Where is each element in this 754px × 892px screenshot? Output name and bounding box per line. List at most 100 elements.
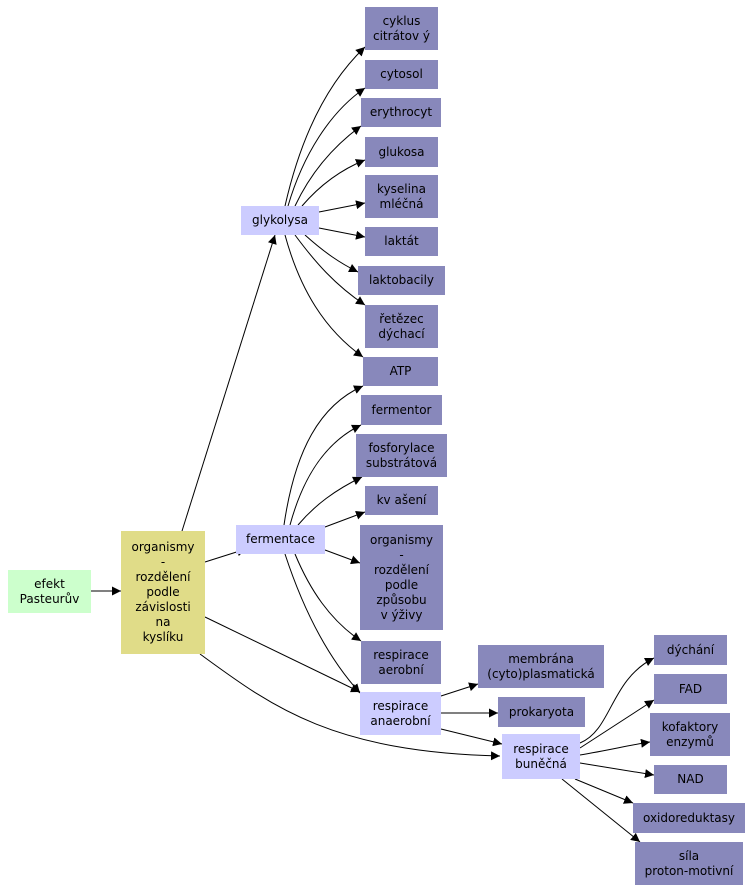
node-label-line: cytosol: [380, 67, 423, 81]
node-label-line: respirace: [372, 698, 429, 713]
edge-glykolysa-cytosol: [287, 87, 366, 207]
edge-fermentace-fosforylace: [297, 476, 363, 526]
node-kvaseni: kv ašení: [365, 486, 438, 515]
node-cytosol: cytosol: [365, 60, 438, 89]
node-label-line: kofaktory: [661, 719, 719, 734]
node-laktobacily: laktobacily: [358, 266, 445, 295]
node-label-line: síla: [678, 848, 700, 863]
node-label-line: ATP: [389, 364, 412, 378]
edge-glykolysa-kyselina: [318, 200, 366, 213]
edge-resp-bunecna-dychani: [579, 657, 655, 744]
node-label-line: FAD: [678, 681, 703, 696]
edge-fermentace-respirace-anaerobni: [284, 553, 361, 694]
edge-glykolysa-atp: [284, 234, 364, 358]
edge-fermentace-kvaseni: [324, 510, 366, 528]
node-label-line: citrátov ý: [373, 28, 430, 43]
node-label-line: dýchání: [666, 642, 715, 657]
node-label-line: laktobacily: [368, 273, 435, 287]
edge-glykolysa-glukosa: [301, 159, 366, 207]
edge-glykolysa-retezec: [294, 234, 366, 306]
node-label-line: (cyto)plasmatická: [487, 666, 595, 681]
node-membrana-cytoplasmaticka: membrána(cyto)plasmatická: [478, 645, 604, 688]
node-label-line: organismy: [131, 540, 195, 554]
node-atp: ATP: [363, 357, 438, 386]
edge-fermentace-organismy-vyziva: [324, 549, 361, 565]
edge-resp-anaerobni-membrana: [440, 682, 479, 697]
node-fermentace: fermentace: [236, 525, 325, 554]
node-laktat: laktát: [365, 227, 438, 256]
node-label-line: podle: [384, 577, 419, 592]
node-label-line: organismy: [369, 532, 434, 547]
node-label-line: laktát: [384, 234, 419, 248]
node-label-line: Pasteurův: [19, 591, 80, 606]
node-label-line: dýchací: [378, 326, 425, 341]
edge-glykolysa-erythrocyt: [294, 125, 362, 207]
edge-resp-bunecna-oxidoreduktasy: [574, 778, 634, 804]
node-fad: FAD: [654, 674, 727, 704]
node-label-line: prokaryota: [508, 704, 575, 719]
node-glukosa: glukosa: [365, 137, 438, 167]
node-label-line: mléčná: [379, 196, 424, 211]
edge-resp-bunecna-nad: [579, 762, 655, 779]
node-label-line: enzymů: [666, 734, 714, 749]
node-label-line: fermentor: [371, 402, 432, 417]
node-label-line: buněčná: [515, 756, 567, 771]
node-label-line: anaerobní: [370, 713, 431, 728]
node-label-line: fosforylace: [368, 440, 435, 455]
node-label-line: kyselina: [377, 181, 426, 196]
edge-fermentace-fermentor: [289, 424, 362, 526]
node-label-line: cyklus: [382, 13, 421, 28]
node-label-line: v ýživy: [380, 607, 423, 622]
node-label-line: glukosa: [378, 144, 425, 159]
edge-resp-bunecna-sila: [561, 778, 641, 843]
node-label-line: membrána: [508, 651, 574, 666]
edge-glykolysa-laktat: [318, 227, 366, 240]
node-fermentor: fermentor: [361, 395, 442, 425]
node-label-line: podle: [146, 585, 180, 599]
node-label-line: rozdělení: [135, 570, 191, 584]
edge-resp-bunecna-kofaktory: [579, 738, 651, 756]
edge-fermentace-atp: [283, 385, 364, 526]
node-label-line: glykolysa: [252, 213, 308, 227]
node-label-line: na: [155, 615, 171, 629]
node-nad: NAD: [654, 765, 727, 794]
edge-organismy-respirace-bunecna: [199, 653, 501, 761]
edge-organismy-glykolysa: [181, 234, 277, 532]
node-dychani: dýchání: [654, 635, 727, 665]
node-label-line: respirace: [373, 647, 429, 662]
node-label-line: způsobu: [376, 592, 427, 607]
node-prokaryota: prokaryota: [498, 697, 585, 727]
edge-glykolysa-cyklus: [284, 46, 366, 207]
node-label-line: fermentace: [245, 532, 316, 546]
edge-resp-bunecna-fad: [579, 699, 655, 749]
edge-organismy-respirace-anaerobni: [204, 616, 361, 693]
node-oxidoreduktasy: oxidoreduktasy: [633, 803, 745, 833]
node-label-line: proton-motivní: [644, 863, 734, 878]
node-label-line: rozdělení: [374, 562, 429, 577]
node-label-line: efekt: [34, 576, 65, 591]
node-label-line: aerobní: [378, 662, 424, 677]
edge-fermentace-respirace-aerobni: [294, 553, 362, 642]
node-label-line: závislosti: [135, 600, 191, 614]
node-erythrocyt: erythrocyt: [361, 98, 441, 127]
edge-glykolysa-laktobacily: [304, 234, 359, 273]
node-glykolysa: glykolysa: [241, 206, 319, 235]
node-label-line: respirace: [513, 741, 569, 756]
node-label-line: kyslíku: [142, 630, 184, 644]
node-label-line: oxidoreduktasy: [642, 810, 735, 825]
edge-resp-anaerobni-resp-bunecna: [440, 728, 503, 747]
node-label-line: řetězec: [379, 311, 424, 326]
